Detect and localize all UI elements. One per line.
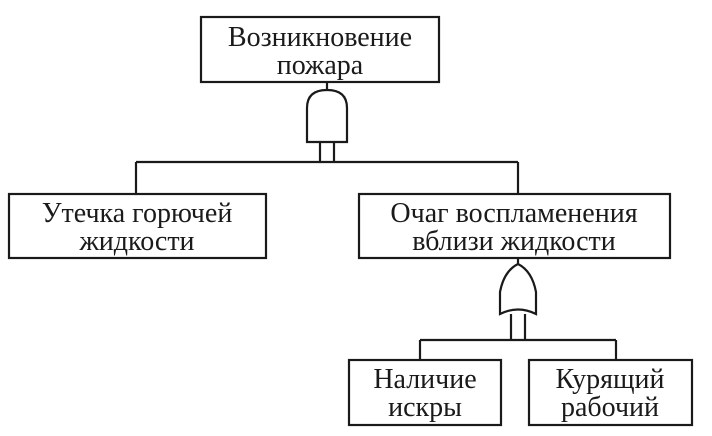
and-gate-icon (305, 88, 349, 144)
node-smoking-worker-line1: Курящий (556, 364, 665, 395)
node-smoking-worker: Курящий рабочий (527, 358, 694, 427)
node-ignition-source: Очаг воспламенения вблизи жидкости (357, 192, 672, 260)
node-leak-line1: Утечка горючей (42, 198, 233, 229)
node-spark-line2: искры (388, 392, 462, 423)
node-top-event-box (199, 15, 441, 84)
or-gate-icon (498, 262, 538, 316)
node-leak-line2: жидкости (78, 226, 194, 257)
node-ignition-source-line1: Очаг воспламенения (390, 198, 637, 229)
node-smoking-worker-line2: рабочий (561, 392, 659, 423)
node-spark-line1: Наличие (373, 364, 476, 395)
node-ignition-source-line2: вблизи жидкости (412, 226, 616, 257)
node-ignition-source-box (357, 192, 672, 260)
node-spark-box (347, 358, 503, 427)
node-spark: Наличие искры (347, 358, 503, 427)
node-top-event-line1: Возникновение (228, 22, 412, 53)
edge-and-gate-to-children (134, 142, 520, 194)
node-top-event: Возникновение пожара (199, 15, 441, 84)
node-leak-box (7, 192, 268, 260)
node-smoking-worker-box (527, 358, 694, 427)
node-leak: Утечка горючей жидкости (7, 192, 268, 260)
edge-or-gate-to-children (418, 314, 618, 360)
node-top-event-line2: пожара (277, 50, 364, 81)
edges (134, 82, 618, 360)
